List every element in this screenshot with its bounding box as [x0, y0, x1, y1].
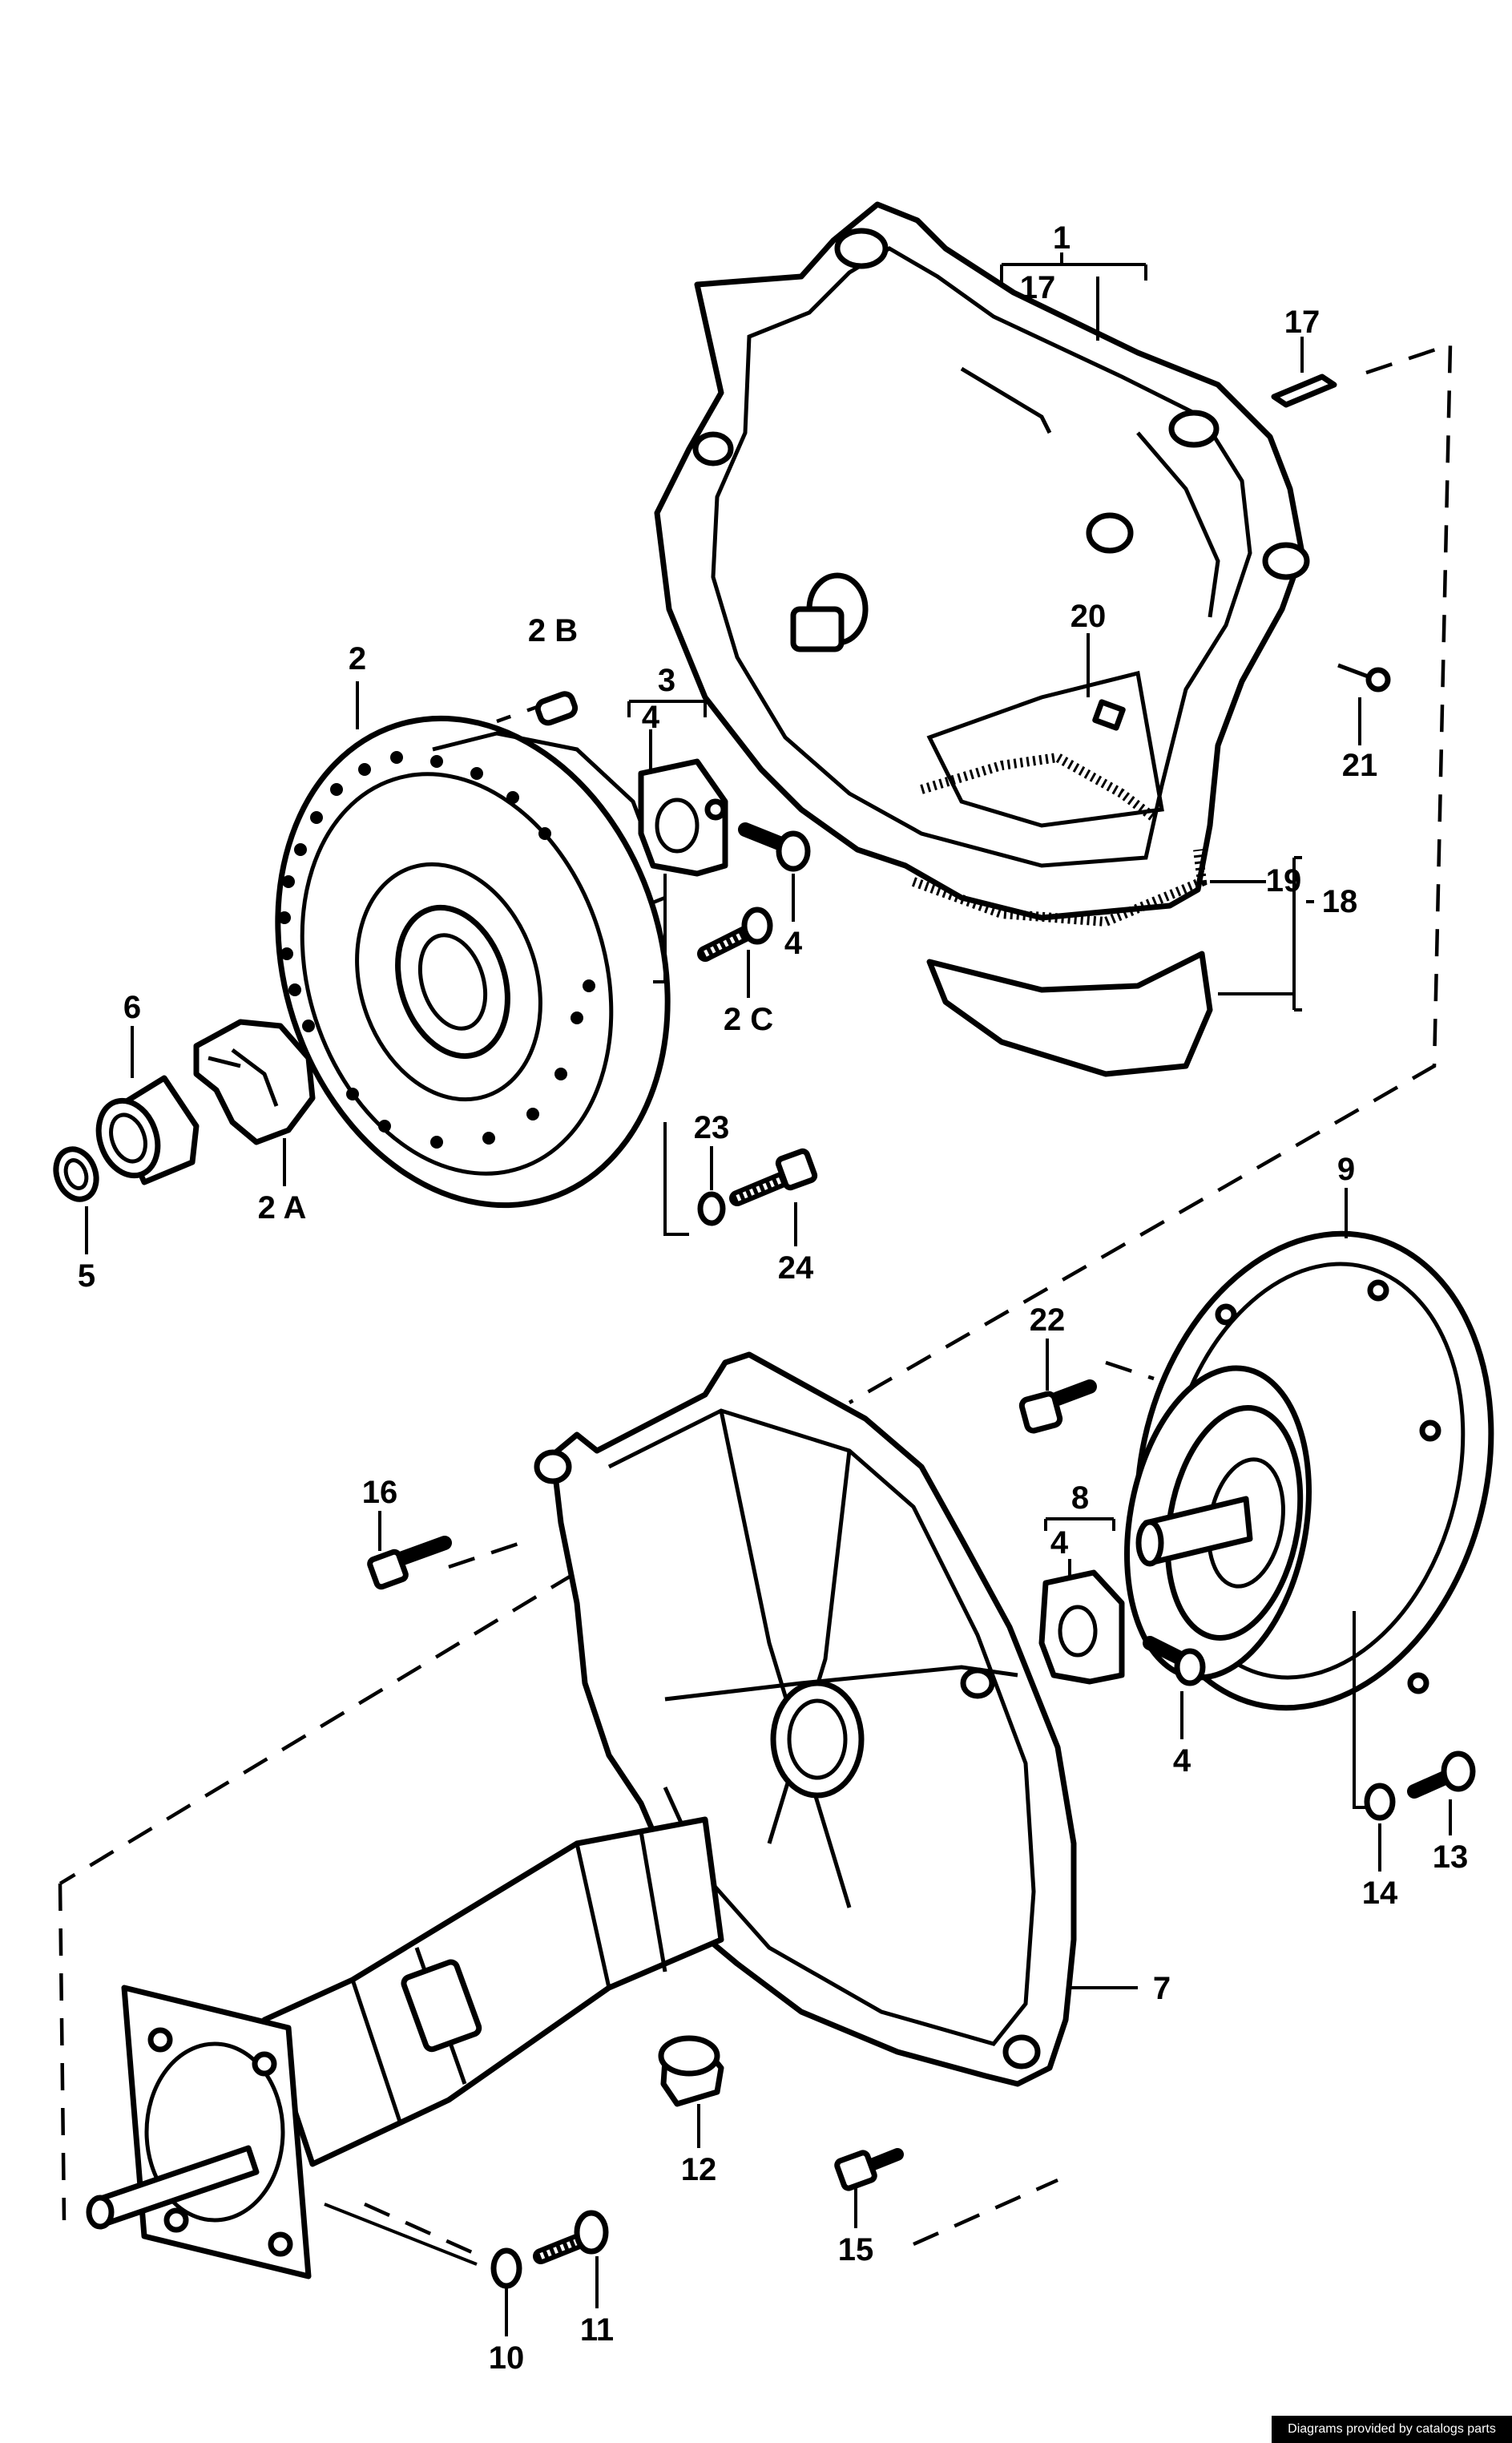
clamp-part-8[interactable] — [1038, 1569, 1125, 1685]
bearing-part-6[interactable] — [89, 1075, 200, 1185]
callout-3[interactable]: 3 — [658, 663, 675, 698]
bolt-part-16[interactable] — [367, 1536, 452, 1590]
housing-part-1[interactable] — [654, 201, 1310, 1077]
circlip-part-5[interactable] — [50, 1144, 103, 1205]
callout-23[interactable]: 23 — [694, 1110, 730, 1145]
callout-6[interactable]: 6 — [123, 990, 141, 1025]
callout-13[interactable]: 13 — [1433, 1839, 1469, 1875]
callout-19[interactable]: 19 — [1266, 863, 1302, 898]
bolt-part-13[interactable] — [1407, 1750, 1476, 1799]
callout-8[interactable]: 8 — [1071, 1480, 1089, 1516]
callout-20[interactable]: 20 — [1070, 599, 1107, 634]
drive-plate-part-2[interactable] — [217, 668, 729, 1257]
bolt-part-15[interactable] — [834, 2148, 904, 2191]
callout-2a[interactable]: 2 A — [258, 1190, 307, 1226]
callout-12[interactable]: 12 — [681, 2152, 717, 2187]
plug-part-12[interactable] — [658, 2035, 724, 2107]
callout-22[interactable]: 22 — [1030, 1302, 1066, 1338]
pin-part-2b[interactable] — [534, 691, 579, 726]
callout-18[interactable]: 18 — [1322, 884, 1358, 919]
clamp-part-3[interactable] — [638, 758, 728, 877]
callout-9[interactable]: 9 — [1337, 1152, 1355, 1187]
callout-24[interactable]: 24 — [778, 1250, 814, 1286]
washer-part-10[interactable] — [490, 2247, 522, 2289]
callout-4-bolt[interactable]: 4 — [784, 926, 803, 961]
callout-15[interactable]: 15 — [838, 2232, 874, 2267]
leader-lines — [85, 252, 1452, 2336]
callout-5[interactable]: 5 — [78, 1258, 95, 1294]
washer-part-14[interactable] — [1364, 1783, 1396, 1821]
bolt-part-2c[interactable] — [697, 907, 773, 962]
callout-14[interactable]: 14 — [1362, 1876, 1398, 1911]
washer-part-23[interactable] — [697, 1191, 726, 1226]
screw-part-21[interactable] — [1337, 663, 1391, 693]
callout-2c[interactable]: 2 C — [724, 1002, 773, 1037]
callout-4-bolt-lower[interactable]: 4 — [1173, 1743, 1191, 1779]
bolt-part-4-lower[interactable] — [1143, 1636, 1206, 1686]
callout-21[interactable]: 21 — [1342, 748, 1378, 783]
torque-tube-part-7[interactable] — [86, 1351, 1077, 2279]
coupling-part-2a[interactable] — [193, 1019, 316, 1145]
callout-4-clamp-lower[interactable]: 4 — [1050, 1525, 1069, 1561]
callout-labels: 1 17 17 2 2 B 3 4 4 2 C 20 21 19 18 6 2 … — [78, 220, 1468, 2376]
callout-4-clamp[interactable]: 4 — [642, 700, 660, 735]
callout-17-pin[interactable]: 17 — [1284, 305, 1320, 340]
callout-2[interactable]: 2 — [349, 641, 366, 676]
credit-banner: Diagrams provided by catalogs parts — [1272, 2416, 1512, 2443]
callout-17-housing[interactable]: 17 — [1020, 270, 1056, 305]
callout-10[interactable]: 10 — [489, 2340, 525, 2376]
bolt-part-24[interactable] — [729, 1148, 818, 1206]
callout-2b[interactable]: 2 B — [528, 613, 578, 648]
bolt-part-11[interactable] — [533, 2210, 609, 2264]
callout-7[interactable]: 7 — [1153, 1971, 1171, 2006]
cover-plate-part-9[interactable] — [1089, 1196, 1512, 1746]
bolt-part-22[interactable] — [1018, 1379, 1097, 1434]
callout-16[interactable]: 16 — [362, 1475, 398, 1510]
pin-part-17[interactable] — [1271, 374, 1337, 408]
callout-1[interactable]: 1 — [1053, 220, 1070, 256]
callout-11[interactable]: 11 — [580, 2312, 614, 2348]
bolt-part-4-upper[interactable] — [738, 822, 811, 872]
drive-plate-holes — [278, 751, 595, 1149]
